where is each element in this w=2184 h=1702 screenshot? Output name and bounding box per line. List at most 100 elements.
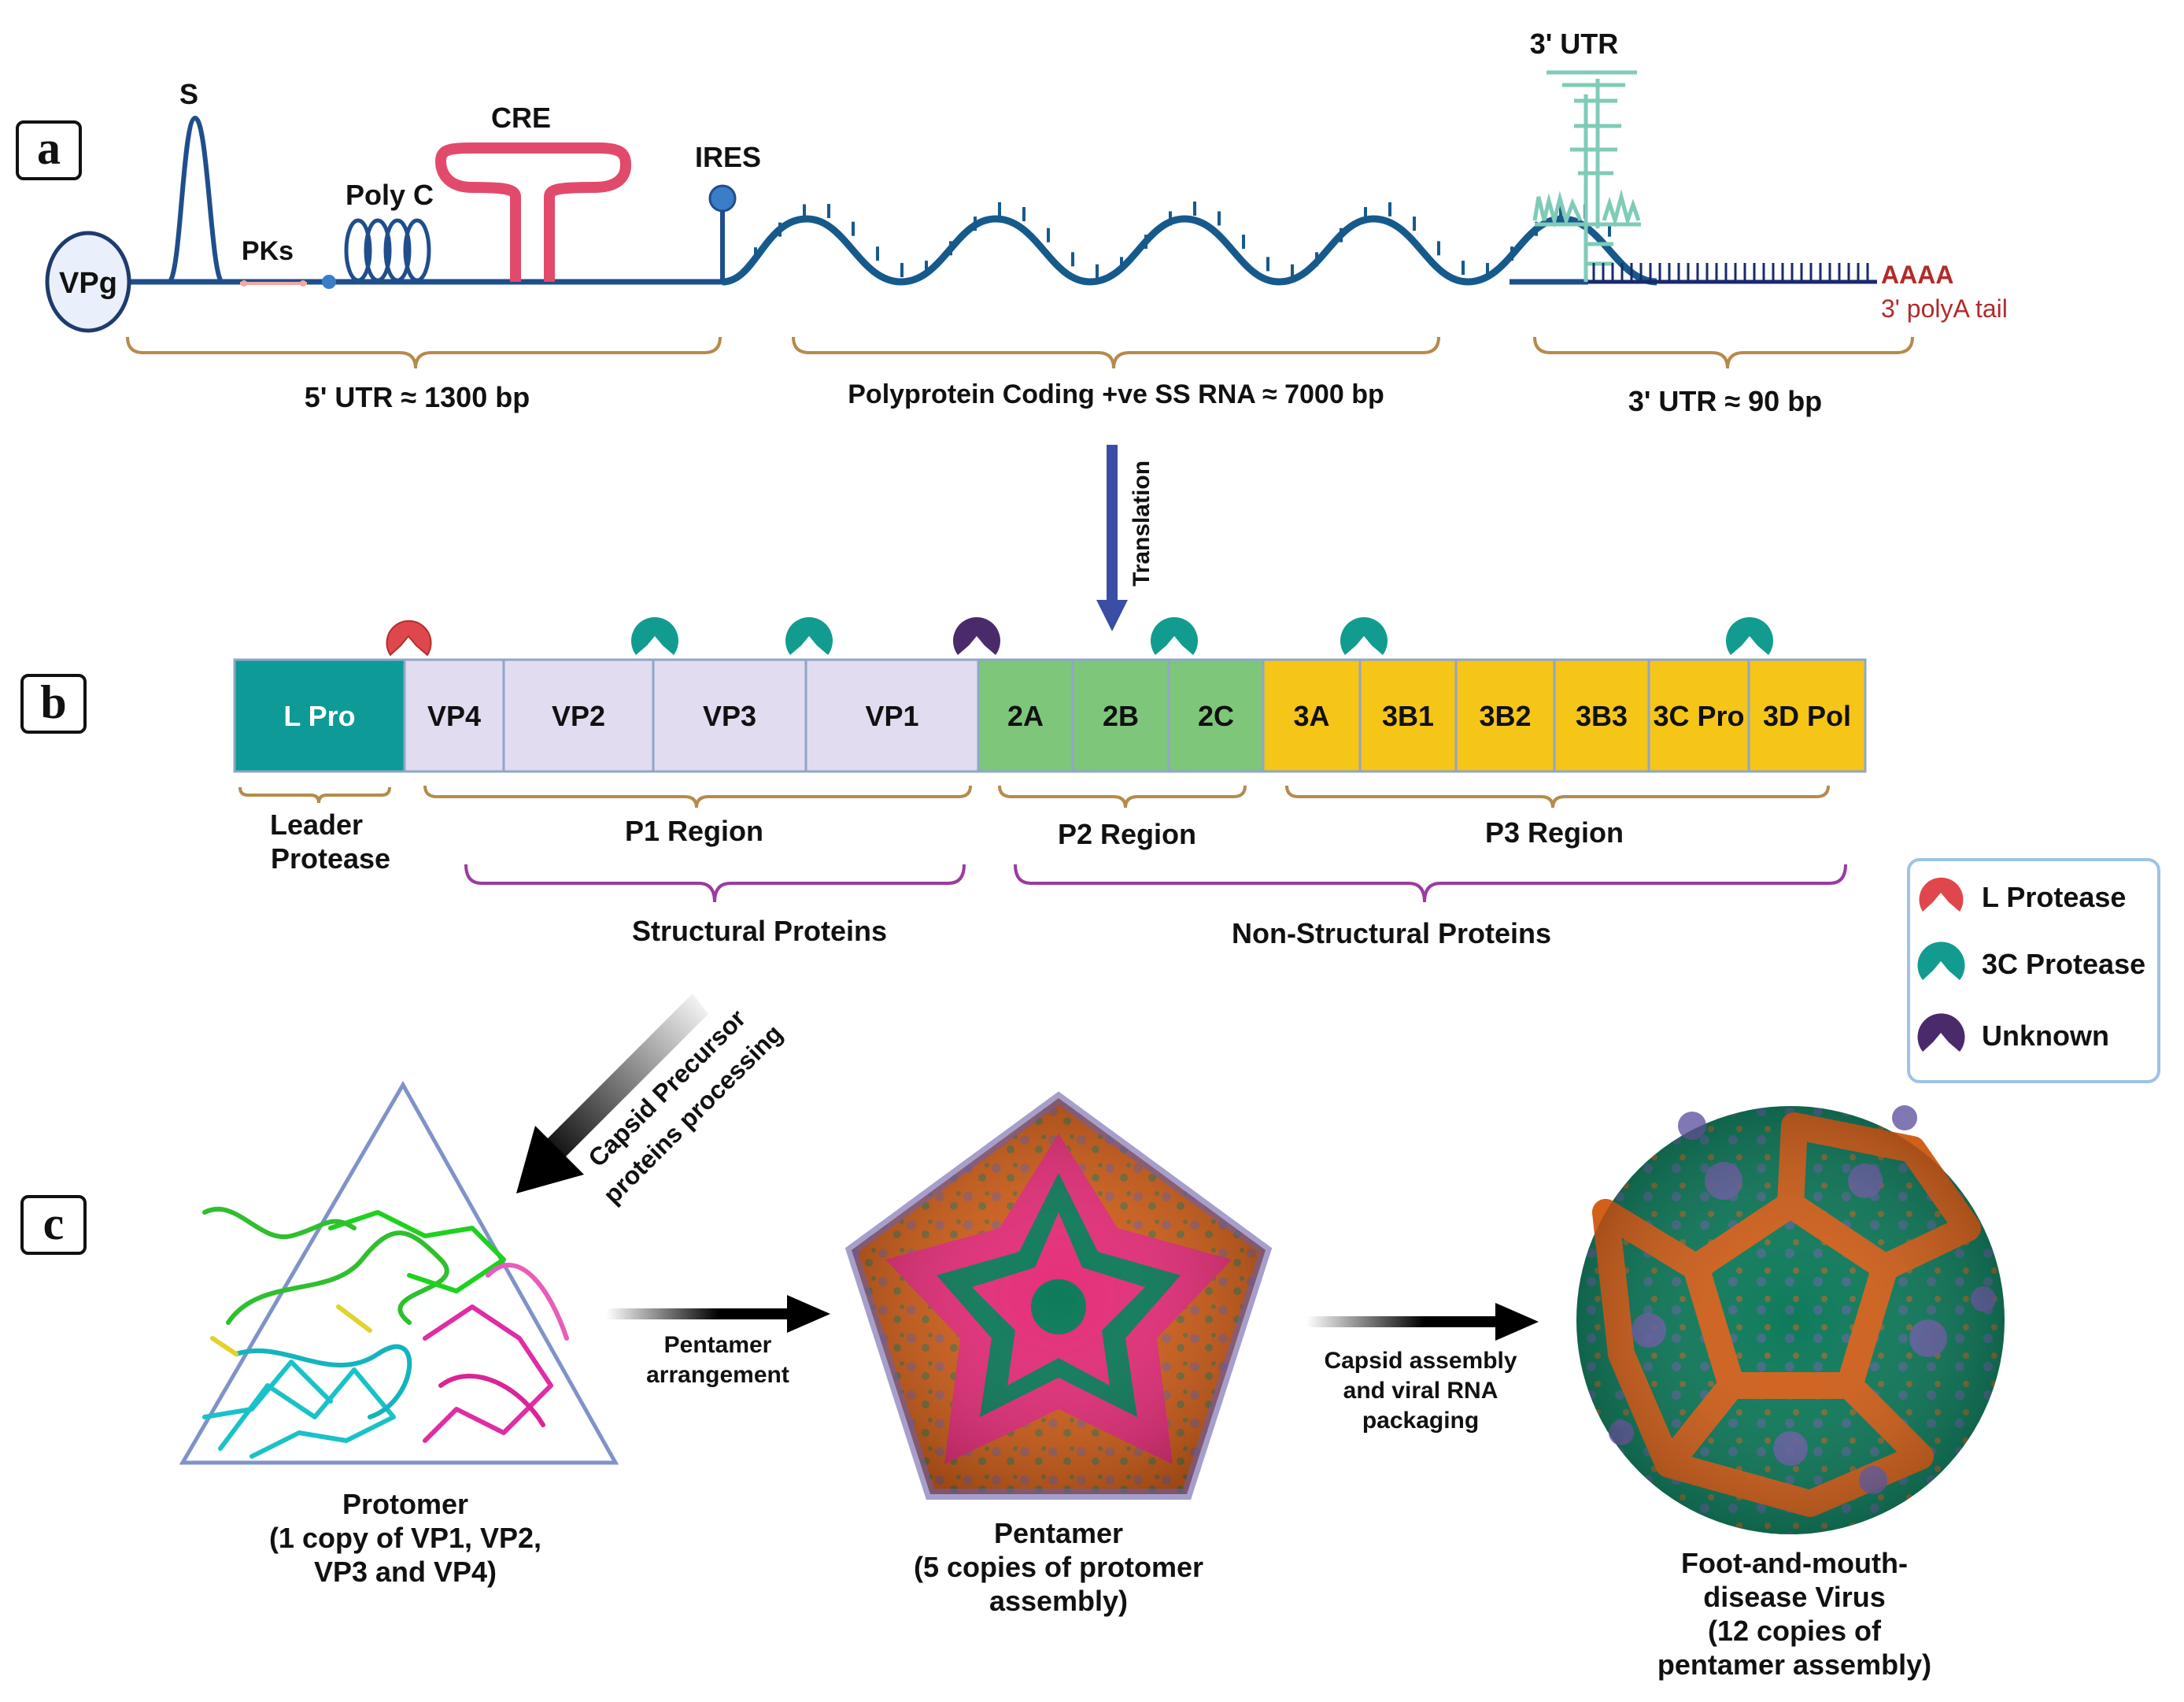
pentamer-structure — [844, 1091, 1273, 1500]
brace-p2 — [998, 785, 1247, 808]
polya-ticks — [1592, 263, 1869, 280]
segment-3b2 — [1454, 658, 1556, 773]
cre-label: CRE — [491, 102, 551, 134]
pentamer-arrow-line2: arrangement — [646, 1362, 789, 1388]
legend-l-protease-label: L Protease — [1982, 881, 2126, 913]
segment-label-2a: 2A — [1007, 700, 1044, 732]
utr3-length-label: 3' UTR ≈ 90 bp — [1628, 385, 1822, 417]
pks-label: PKs — [242, 236, 294, 266]
virus-label-line1: Foot-and-mouth- — [1681, 1547, 1908, 1579]
polya-tail-label: 3' polyA tail — [1881, 294, 2008, 323]
segment-label-3c-pro: 3C Pro — [1653, 700, 1744, 732]
3c-protease-site-2 — [785, 617, 833, 655]
l-protease-site — [386, 620, 432, 657]
segment-3c-pro — [1647, 658, 1750, 773]
segment-label-vp4: VP4 — [427, 700, 481, 732]
panel-c: c Capsid Precursor proteins processing — [20, 993, 2005, 1681]
assembly-arrow-line1: Capsid assembly — [1324, 1348, 1517, 1374]
pentamer-arrow-line1: Pentamer — [664, 1332, 772, 1358]
segment-vp3 — [652, 658, 807, 773]
panel-label-b: b — [40, 676, 66, 728]
assembly-arrow-line3: packaging — [1362, 1408, 1479, 1434]
leader-label-line2: Protease — [271, 842, 390, 875]
protomer-label-line2: (1 copy of VP1, VP2, — [269, 1522, 541, 1554]
segment-2b — [1071, 658, 1170, 773]
protomer-label-line1: Protomer — [342, 1488, 468, 1520]
3c-protease-site-5 — [1726, 617, 1773, 655]
segment-label-vp1: VP1 — [865, 700, 918, 732]
segment-label-3b3: 3B3 — [1576, 700, 1628, 732]
capsid-processing-arrow: Capsid Precursor proteins processing — [516, 993, 788, 1209]
protomer-triangle — [179, 1080, 619, 1465]
segment-label-3b2: 3B2 — [1479, 700, 1531, 732]
panel-a: a VPg S PKs Poly C CRE IRES — [16, 28, 2008, 417]
cre-stem-loop — [435, 142, 631, 282]
p1-region-label: P1 Region — [625, 815, 763, 847]
polyc-coil — [344, 218, 431, 283]
legend-unknown-label: Unknown — [1982, 1019, 2109, 1052]
segment-vp4 — [403, 658, 505, 773]
translation-arrow: Translation — [1096, 445, 1155, 631]
p3-region-label: P3 Region — [1485, 816, 1624, 849]
aaaa-label: AAAA — [1881, 261, 1953, 289]
segment-label-vp2: VP2 — [552, 700, 605, 732]
coding-length-label: Polyprotein Coding +ve SS RNA ≈ 7000 bp — [848, 379, 1384, 409]
polyc-label: Poly C — [346, 179, 434, 211]
virus-label-line2: disease Virus — [1703, 1581, 1886, 1613]
legend-3c-protease-label: 3C Protease — [1982, 948, 2145, 980]
brace-nonstructural — [1014, 864, 1847, 903]
polyc-start-dot — [322, 275, 336, 289]
segment-label-3a: 3A — [1293, 700, 1329, 732]
3c-protease-site-1 — [631, 617, 679, 655]
pentamer-label-line2: (5 copies of protomer — [914, 1551, 1203, 1583]
virus-label-line4: pentamer assembly) — [1657, 1648, 1931, 1681]
utr3-top-label: 3' UTR — [1530, 28, 1619, 60]
virus-label-line3: (12 copies of — [1708, 1615, 1882, 1647]
translation-label: Translation — [1129, 461, 1155, 586]
panel-label-a: a — [37, 122, 61, 174]
coding-rna-wave — [722, 215, 1657, 286]
segment-3b1 — [1358, 658, 1458, 773]
structural-proteins-label: Structural Proteins — [632, 915, 887, 947]
p2-region-label: P2 Region — [1058, 818, 1196, 850]
s-fragment — [167, 115, 224, 284]
pentamer-label-line3: assembly) — [989, 1585, 1128, 1617]
panel-label-box-c — [20, 1195, 87, 1255]
utr5-length-label: 5' UTR ≈ 1300 bp — [305, 381, 530, 413]
pks-knot-1 — [241, 280, 247, 287]
coding-rna-ticks — [754, 202, 1611, 279]
segment-2a — [977, 658, 1074, 773]
brace-structural — [464, 864, 966, 903]
brace-leader — [238, 786, 391, 804]
segment-label-l-pro: L Pro — [283, 700, 355, 732]
3c-protease-site-3 — [1151, 617, 1198, 655]
segment-2c — [1167, 658, 1265, 773]
segment-label-2c: 2C — [1198, 700, 1234, 732]
utr3-secondary-structure — [1532, 70, 1641, 282]
brace-p3 — [1285, 785, 1830, 808]
vpg-protein — [45, 231, 131, 333]
segment-3b3 — [1553, 658, 1650, 773]
panel-label-c: c — [43, 1197, 65, 1249]
s-label: S — [179, 78, 198, 110]
segment-l-pro — [233, 658, 406, 773]
virus-capsid — [1576, 1105, 2005, 1534]
nonstructural-proteins-label: Non-Structural Proteins — [1232, 917, 1551, 949]
legend: L Protease 3C Protease Unknown — [1907, 858, 2160, 1083]
legend-3c-protease-icon — [1917, 942, 1965, 980]
pentamer-label-line1: Pentamer — [994, 1517, 1123, 1549]
cleavage-sites — [386, 617, 1773, 657]
assembly-arrow-line2: and viral RNA — [1343, 1378, 1498, 1404]
3c-protease-site-4 — [1340, 617, 1388, 655]
ires-label: IRES — [695, 141, 761, 173]
segment-label-2b: 2B — [1103, 700, 1139, 732]
panel-label-box-b — [20, 674, 87, 734]
ires-head — [708, 184, 737, 213]
segment-label-3b1: 3B1 — [1382, 700, 1434, 732]
segment-label-3d-pol: 3D Pol — [1763, 700, 1851, 732]
protomer-structure — [179, 1080, 619, 1465]
legend-box — [1907, 858, 2160, 1083]
